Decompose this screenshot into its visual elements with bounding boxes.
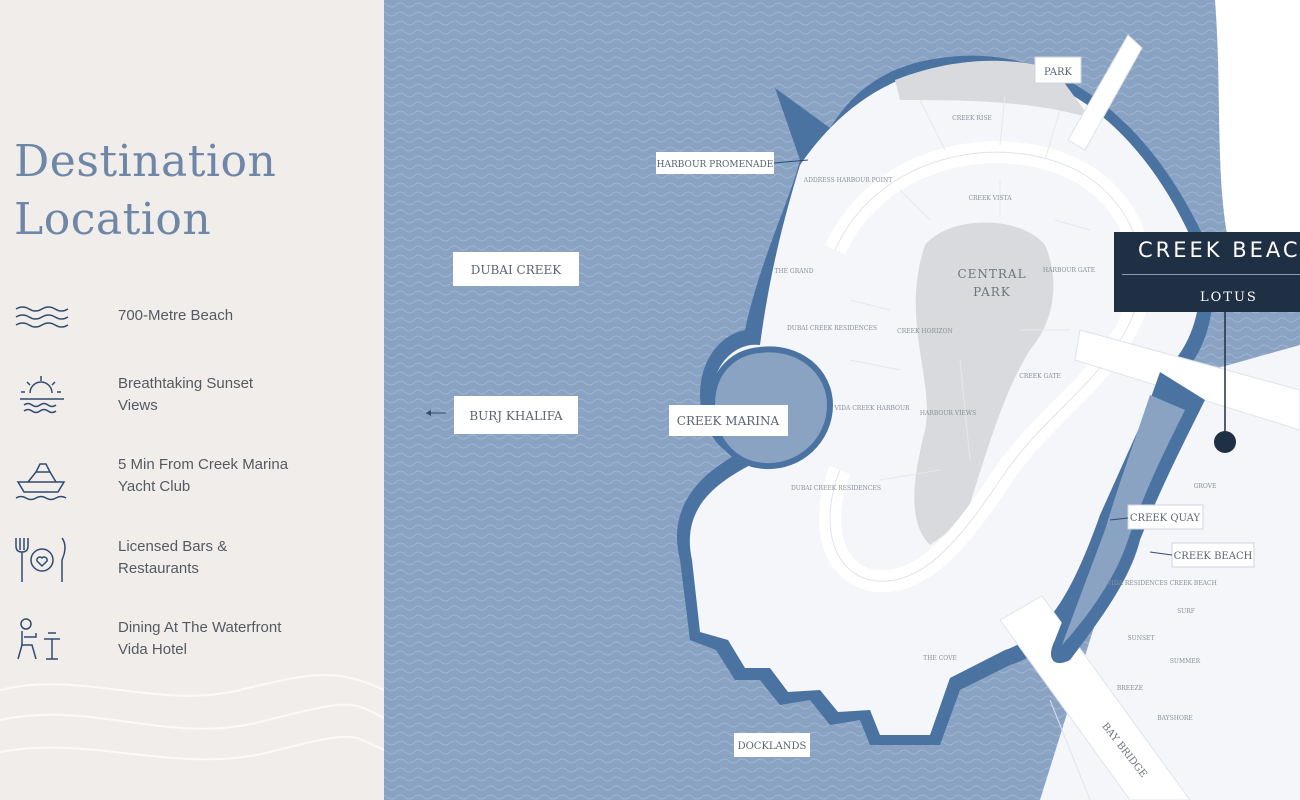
title-line-1: Destination (14, 136, 277, 187)
waiter-icon (17, 618, 60, 660)
label-sunset: SUNSET (1128, 635, 1155, 642)
project-brand-box[interactable]: CREEK BEACH LOTUS (1114, 232, 1300, 312)
svg-text:CREEK MARINA: CREEK MARINA (677, 414, 780, 428)
label-dubai-creek-residences-2: DUBAI CREEK RESIDENCES (791, 485, 881, 492)
label-creek-vista: CREEK VISTA (968, 195, 1012, 202)
label-dubai-creek-residences: DUBAI CREEK RESIDENCES (787, 325, 877, 332)
label-breeze: BREEZE (1117, 685, 1143, 692)
label-central-park-2: PARK (973, 285, 1011, 299)
creek-marina-label[interactable]: CREEK MARINA (669, 405, 788, 436)
east-road (1074, 329, 1300, 431)
waves-icon (15, 306, 69, 328)
feature-beach: 700-Metre Beach (14, 305, 374, 365)
label-the-grand: THE GRAND (774, 268, 813, 275)
svg-text:DUBAI CREEK: DUBAI CREEK (471, 263, 563, 277)
svg-text:BURJ KHALIFA: BURJ KHALIFA (469, 409, 563, 423)
feature-label: 5 Min From Creek Marina Yacht Club (118, 456, 289, 495)
feature-label: Breathtaking Sunset Views (118, 375, 254, 414)
brand-sub: LOTUS (1200, 290, 1258, 305)
label-grove: GROVE (1194, 483, 1217, 490)
label-creek-rise: CREEK RISE (952, 115, 992, 122)
plot-lines (849, 94, 1091, 481)
park-label[interactable]: PARK (1034, 56, 1082, 84)
mainland (1215, 0, 1300, 240)
lotus-marker[interactable] (1214, 431, 1236, 453)
wave-decoration (0, 674, 384, 761)
dubai-creek-label[interactable]: DUBAI CREEK (453, 252, 579, 286)
label-harbour-gate: HARBOUR GATE (1043, 267, 1095, 274)
feature-label: Dining At The Waterfront Vida Hotel (118, 619, 282, 658)
title-line-2: Location (14, 194, 212, 245)
info-panel: Destination Location 700-Metre Beach Bre… (0, 0, 384, 800)
sunset-icon (20, 376, 64, 414)
central-park (914, 222, 1054, 545)
svg-text:CREEK BEACH: CREEK BEACH (1174, 551, 1253, 562)
creek-beach-label[interactable]: CREEK BEACH (1149, 542, 1255, 568)
label-the-cove: THE COVE (923, 655, 957, 662)
svg-text:CREEK QUAY: CREEK QUAY (1130, 513, 1201, 524)
docklands-label[interactable]: DOCKLANDS (734, 733, 810, 757)
label-address-harbour-point: ADDRESS HARBOUR POINT (803, 177, 892, 184)
feature-yacht: 5 Min From Creek Marina Yacht Club (14, 454, 374, 514)
harbour-promenade-label[interactable]: HARBOUR PROMENADE (656, 152, 809, 174)
label-surf: SURF (1177, 608, 1195, 615)
feature-bars: Licensed Bars & Restaurants (14, 536, 374, 596)
label-harbour-views: HARBOUR VIEWS (920, 410, 976, 417)
label-creek-horizon: CREEK HORIZON (897, 328, 953, 335)
label-vida-residences: VIDA RESIDENCES CREEK BEACH (1106, 580, 1217, 587)
page-title: Destination Location (14, 133, 276, 249)
feature-waterfront: Dining At The Waterfront Vida Hotel (14, 617, 374, 677)
north-bridge (1067, 34, 1143, 151)
svg-text:PARK: PARK (1044, 67, 1073, 78)
feature-label: 700-Metre Beach (118, 307, 234, 324)
feature-label: Licensed Bars & Restaurants (118, 538, 228, 577)
burj-khalifa-label[interactable]: BURJ KHALIFA (426, 396, 578, 434)
brand-name: CREEK BEACH (1138, 238, 1300, 262)
map-canvas[interactable]: CREEK RISE ADDRESS HARBOUR POINT CREEK V… (384, 0, 1300, 800)
dining-icon (15, 537, 66, 582)
label-summer: SUMMER (1170, 658, 1201, 665)
yacht-icon (15, 463, 67, 501)
label-vida-creek-harbour: VIDA CREEK HARBOUR (833, 405, 910, 412)
brand-divider (1122, 274, 1300, 275)
bay-bridge (999, 595, 1191, 800)
svg-text:DOCKLANDS: DOCKLANDS (738, 741, 807, 752)
creek-quay-label[interactable]: CREEK QUAY (1109, 504, 1204, 530)
feature-sunset: Breathtaking Sunset Views (14, 373, 374, 433)
site-map[interactable]: CREEK RISE ADDRESS HARBOUR POINT CREEK V… (384, 0, 1300, 800)
label-bayshore: BAYSHORE (1157, 715, 1193, 722)
svg-text:HARBOUR PROMENADE: HARBOUR PROMENADE (657, 160, 774, 170)
label-central-park-1: CENTRAL (957, 267, 1026, 281)
label-creek-gate: CREEK GATE (1019, 373, 1060, 380)
